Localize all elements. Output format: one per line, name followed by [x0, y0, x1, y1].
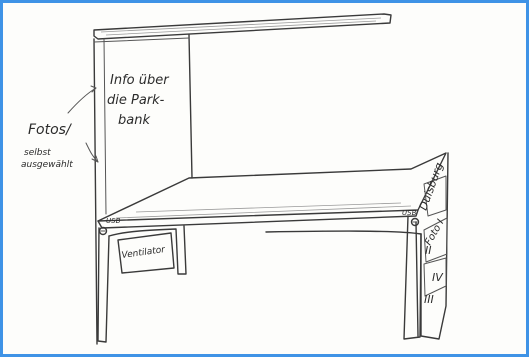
foto-ii-label: II: [425, 244, 432, 257]
ausgewaehlt-label: ausgewählt: [21, 160, 73, 170]
foto-iii-label: III: [424, 293, 434, 306]
annotation-arrows: [68, 86, 98, 162]
usb-right-label: USB: [402, 209, 417, 217]
canopy-roof: [94, 14, 391, 39]
table-top: [98, 153, 446, 228]
right-leg-panel: [266, 153, 448, 339]
left-leg: [98, 226, 186, 342]
fotos-label: Fotos/: [28, 122, 72, 138]
usb-left-label: USB: [106, 217, 121, 225]
park-bench-sketch: Info über die Park- bank Fotos/ selbst a…: [6, 6, 529, 357]
selbst-label: selbst: [24, 148, 51, 158]
panel-text-line-3: bank: [118, 113, 150, 128]
duisburg-label: Duisburg: [417, 161, 446, 212]
ventilator-label: Ventilator: [121, 245, 167, 261]
foto-iv-label: IV: [432, 271, 444, 284]
panel-text-line-1: Info über: [110, 73, 170, 88]
panel-text-line-2: die Park-: [107, 93, 165, 108]
